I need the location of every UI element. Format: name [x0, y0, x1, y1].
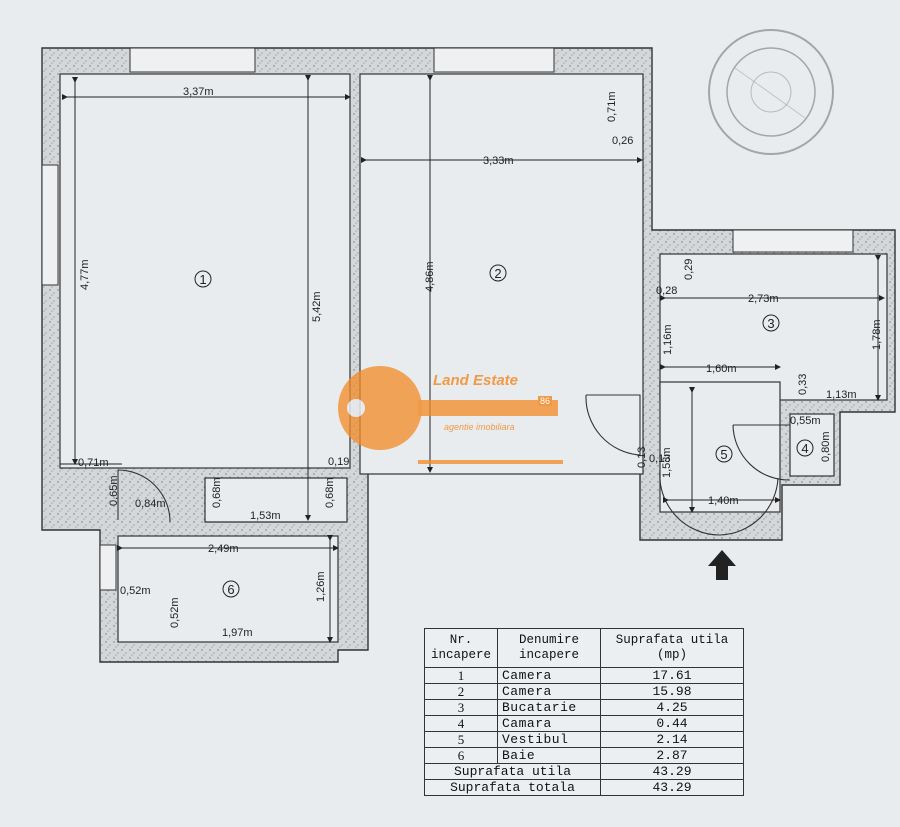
room-number-6: 6: [227, 582, 234, 597]
window-top-left: [129, 47, 256, 73]
dim-r2-top: 0,71m: [606, 91, 618, 122]
cell-area: 0.44: [600, 715, 744, 732]
cell-area: 15.98: [600, 683, 744, 700]
table-row: 1 Camera 17.61: [424, 667, 744, 684]
dim-r1-left-h: 0,65m: [108, 475, 120, 506]
cell-nr: 2: [424, 683, 498, 700]
cell-name: Camara: [497, 715, 601, 732]
table-row: 2 Camera 15.98: [424, 683, 744, 700]
cell-name: Bucatarie: [497, 699, 601, 716]
dim-r1-niche-w: 1,53m: [250, 510, 281, 522]
total-label: Suprafata totala: [424, 779, 601, 796]
cell-nr: 5: [424, 731, 498, 748]
window-top-right: [433, 47, 555, 73]
dim-r5-w: 1,40m: [708, 495, 739, 507]
dim-r2-bottom: 0,19: [328, 456, 349, 468]
room-number-3: 3: [767, 316, 774, 331]
dim-r1-bottom-left: 0,71m: [78, 457, 109, 469]
cell-name: Camera: [497, 667, 601, 684]
total-row: Suprafata utila 43.29: [424, 763, 744, 780]
room-number-labels: 1 2 3 4 5 6: [199, 266, 808, 597]
room-number-4: 4: [801, 441, 808, 456]
header-nr: Nr.incapere: [424, 628, 498, 668]
room-numbers: [194, 264, 814, 598]
niche: [204, 477, 348, 523]
dim-r3-side: 1,16m: [662, 324, 674, 355]
windows: [41, 47, 854, 591]
dim-r1-door: 0,84m: [135, 498, 166, 510]
total-value: 43.29: [600, 779, 744, 796]
dim-r2-height: 4,86m: [424, 261, 436, 292]
room-number-2: 2: [494, 266, 501, 281]
cell-nr: 3: [424, 699, 498, 716]
cell-nr: 6: [424, 747, 498, 764]
watermark-brand: Land Estate: [433, 372, 519, 389]
window-bath: [99, 544, 117, 591]
cell-name: Vestibul: [497, 731, 601, 748]
dim-r1-width: 3,37m: [183, 86, 214, 98]
window-kitchen: [732, 229, 854, 253]
walls: [41, 47, 896, 663]
dim-r3-left: 0,28: [656, 285, 677, 297]
cell-area: 4.25: [600, 699, 744, 716]
dim-r3-height: 1,78m: [871, 319, 883, 350]
dim-r3-pass: 1,60m: [706, 363, 737, 375]
room-number-5: 5: [720, 447, 727, 462]
cell-name: Baie: [497, 747, 601, 764]
dim-r4-h: 0,80m: [820, 431, 832, 462]
stamp-seal: [708, 29, 834, 155]
dim-r1-niche-r: 0,68m: [324, 477, 336, 508]
key-icon: [338, 366, 563, 464]
cell-area: 2.14: [600, 731, 744, 748]
watermark-subtitle: agentie imobiliara: [444, 422, 515, 432]
dim-r6-left-h: 0,52m: [169, 597, 181, 628]
table-row: 5 Vestibul 2.14: [424, 731, 744, 748]
dim-r6-h: 1,26m: [315, 571, 327, 602]
dim-r3-right: 1,13m: [826, 389, 857, 401]
cell-nr: 4: [424, 715, 498, 732]
cell-nr: 1: [424, 667, 498, 684]
dim-r1-depth: 5,42m: [311, 291, 323, 322]
dim-r3-width: 2,73m: [748, 293, 779, 305]
dim-r4-w: 0,55m: [790, 415, 821, 427]
cell-area: 17.61: [600, 667, 744, 684]
dim-r6-width: 2,49m: [208, 543, 239, 555]
dim-r3-small: 0,33: [797, 374, 809, 395]
table-row: 6 Baie 2.87: [424, 747, 744, 764]
dim-r5-h: 1,53m: [661, 447, 673, 478]
dim-r2-corner: 0,26: [612, 135, 633, 147]
window-left: [41, 164, 59, 286]
cell-name: Camera: [497, 683, 601, 700]
room-6-area: [117, 535, 339, 643]
total-row: Suprafata totala 43.29: [424, 779, 744, 796]
header-area: Suprafata utila(mp): [600, 628, 744, 668]
entrance-arrow-icon: [708, 550, 736, 580]
dimension-labels: 3,37m 4,77m 5,42m 0,71m 0,84m 0,65m 0,68…: [78, 86, 883, 639]
dim-r2-width: 3,33m: [483, 155, 514, 167]
dim-r5-b: 0,13: [649, 453, 670, 465]
room-3-area: [659, 253, 888, 401]
room-number-1: 1: [199, 272, 206, 287]
table-row: 4 Camara 0.44: [424, 715, 744, 732]
total-label: Suprafata utila: [424, 763, 601, 780]
watermark-logo: Land Estate agentie imobiliara 86: [338, 360, 568, 470]
doors: [117, 394, 791, 536]
dim-r6-left: 0,52m: [120, 585, 151, 597]
total-value: 43.29: [600, 763, 744, 780]
dim-r6-bottom: 1,97m: [222, 627, 253, 639]
table-row: 3 Bucatarie 4.25: [424, 699, 744, 716]
cell-area: 2.87: [600, 747, 744, 764]
watermark-badge: 86: [538, 396, 553, 406]
dim-r5-a: 0,13: [636, 447, 648, 468]
dim-r1-height: 4,77m: [79, 259, 91, 290]
dim-r1-niche-h: 0,68m: [211, 477, 223, 508]
dim-r3-top: 0,29: [683, 259, 695, 280]
